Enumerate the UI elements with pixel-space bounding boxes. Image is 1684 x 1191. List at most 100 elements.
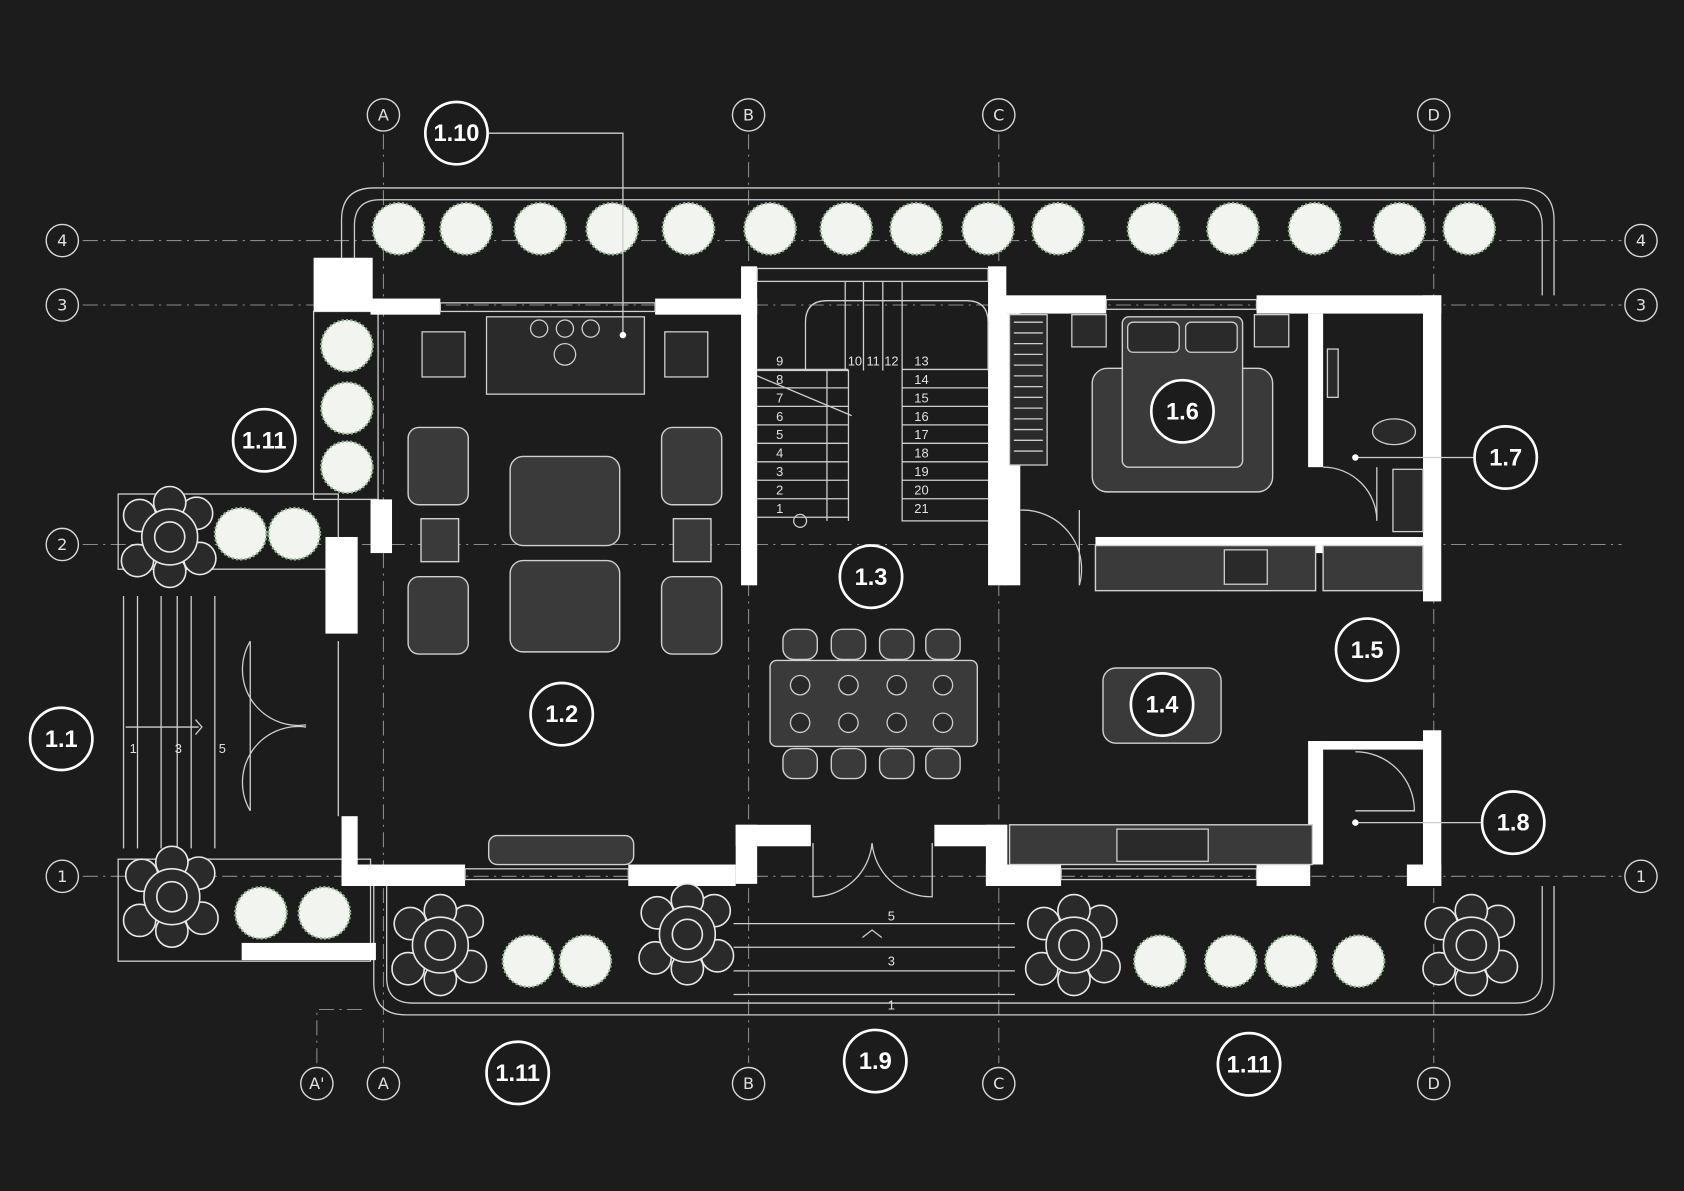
grid-bubble: A' xyxy=(300,1066,334,1101)
tree-icon xyxy=(213,506,268,561)
tree-icon xyxy=(585,201,640,256)
kitchen-counter xyxy=(1094,544,1317,592)
armchair xyxy=(407,576,469,655)
grid-bubble-label: B xyxy=(743,105,754,124)
stair-number: 9 xyxy=(776,353,783,368)
leader-lines xyxy=(488,132,1481,826)
doors[interactable] xyxy=(241,466,1416,898)
tree-icon xyxy=(889,201,943,256)
grid-bubble: B xyxy=(731,98,766,132)
stair-number: 2 xyxy=(776,483,783,498)
plate xyxy=(789,712,811,734)
shrub-icon xyxy=(1422,893,1519,997)
room-tag-label: 1.1 xyxy=(45,727,78,753)
grid-bubble-label: 3 xyxy=(1636,295,1646,314)
stair-number: 14 xyxy=(914,372,928,387)
tree-icon xyxy=(961,201,1015,256)
grid-bubble: 1 xyxy=(1624,859,1658,894)
grid-bubble-label: 1 xyxy=(1636,867,1646,886)
grid-bubble-label: D xyxy=(1428,105,1440,124)
step-number: 5 xyxy=(219,741,226,756)
tree-icon xyxy=(439,201,493,256)
grid-bubble-label: A' xyxy=(309,1074,324,1093)
tree-icon xyxy=(267,506,322,561)
tree-icon xyxy=(1287,201,1342,256)
room-tag-label: 1.5 xyxy=(1351,638,1384,664)
wardrobe xyxy=(1008,314,1048,466)
stair-number: 4 xyxy=(776,446,783,461)
step-number: 3 xyxy=(888,954,895,969)
tree-icon xyxy=(1203,934,1258,989)
grid-bubble-label: B xyxy=(743,1074,754,1093)
room-tag-label: 1.6 xyxy=(1166,399,1199,425)
planters xyxy=(117,187,1555,1016)
chair xyxy=(878,747,915,780)
plate xyxy=(886,674,908,696)
chair xyxy=(925,747,961,780)
room-tag: 1.3 xyxy=(838,544,904,610)
armchair xyxy=(660,426,723,506)
tree-icon xyxy=(1133,934,1187,989)
grid-bubble: A xyxy=(366,98,401,132)
room-tag-label: 1.3 xyxy=(855,565,888,591)
room-tag-label: 1.8 xyxy=(1497,811,1530,837)
tree-icon xyxy=(1442,201,1497,256)
grid-bubble-label: 3 xyxy=(57,295,67,314)
stair-number: 8 xyxy=(776,372,783,387)
grid-bubble: 3 xyxy=(1624,288,1658,322)
grid-bubble: D xyxy=(1416,98,1451,132)
grid-bubble-label: 1 xyxy=(57,867,67,886)
room-tag: 1.10 xyxy=(423,100,489,166)
room-tag-label: 1.11 xyxy=(495,1061,540,1087)
tree-icon xyxy=(234,886,288,940)
room-tag-label: 1.9 xyxy=(859,1049,892,1075)
shrub-icon xyxy=(120,485,217,589)
tree-icon xyxy=(1372,201,1427,256)
grid-bubble: 2 xyxy=(45,527,80,562)
room-tag: 1.11 xyxy=(485,1040,551,1106)
tree-icon xyxy=(1206,201,1260,256)
grid-bubble: A xyxy=(366,1066,401,1101)
chair xyxy=(925,628,961,661)
room-tag: 1.9 xyxy=(842,1028,908,1094)
chair xyxy=(830,628,867,661)
step-number: 5 xyxy=(888,909,895,924)
stair-number: 19 xyxy=(914,464,928,479)
entry-steps xyxy=(122,596,1015,996)
room-tag: 1.4 xyxy=(1129,672,1195,737)
grid-bubble: 3 xyxy=(45,288,80,322)
tree-icon xyxy=(501,934,556,989)
room-tag-label: 1.4 xyxy=(1146,693,1179,719)
staircase xyxy=(756,281,989,528)
plate xyxy=(932,674,954,696)
room-tag-label: 1.7 xyxy=(1489,446,1522,472)
toilet xyxy=(1371,418,1417,446)
coffee-table xyxy=(509,455,621,547)
room-tag-label: 1.10 xyxy=(433,121,479,147)
room-tag: 1.11 xyxy=(231,407,297,473)
stair-number: 15 xyxy=(914,390,928,405)
grid-bubble-label: 4 xyxy=(1636,231,1646,250)
tree-icon xyxy=(513,201,568,256)
room-tag: 1.11 xyxy=(1216,1031,1282,1097)
grid-bubble: 4 xyxy=(45,223,80,258)
tree-icon xyxy=(297,886,352,940)
stair-number: 3 xyxy=(776,464,783,479)
coffee-table xyxy=(509,559,621,653)
grid-bubble-label: A xyxy=(378,105,389,124)
washbasin xyxy=(1392,468,1424,533)
armchair xyxy=(407,426,469,506)
plate xyxy=(838,674,859,696)
grid-bubble: 4 xyxy=(1624,223,1658,258)
room-tag-label: 1.11 xyxy=(242,428,287,454)
stair-number: 6 xyxy=(776,409,783,424)
grid-line xyxy=(316,1008,366,1064)
stair-number: 16 xyxy=(914,409,928,424)
step-number: 1 xyxy=(888,998,895,1013)
shrub-icon xyxy=(122,845,219,949)
grid-bubble: C xyxy=(981,98,1016,132)
stair-number: 7 xyxy=(776,390,783,405)
